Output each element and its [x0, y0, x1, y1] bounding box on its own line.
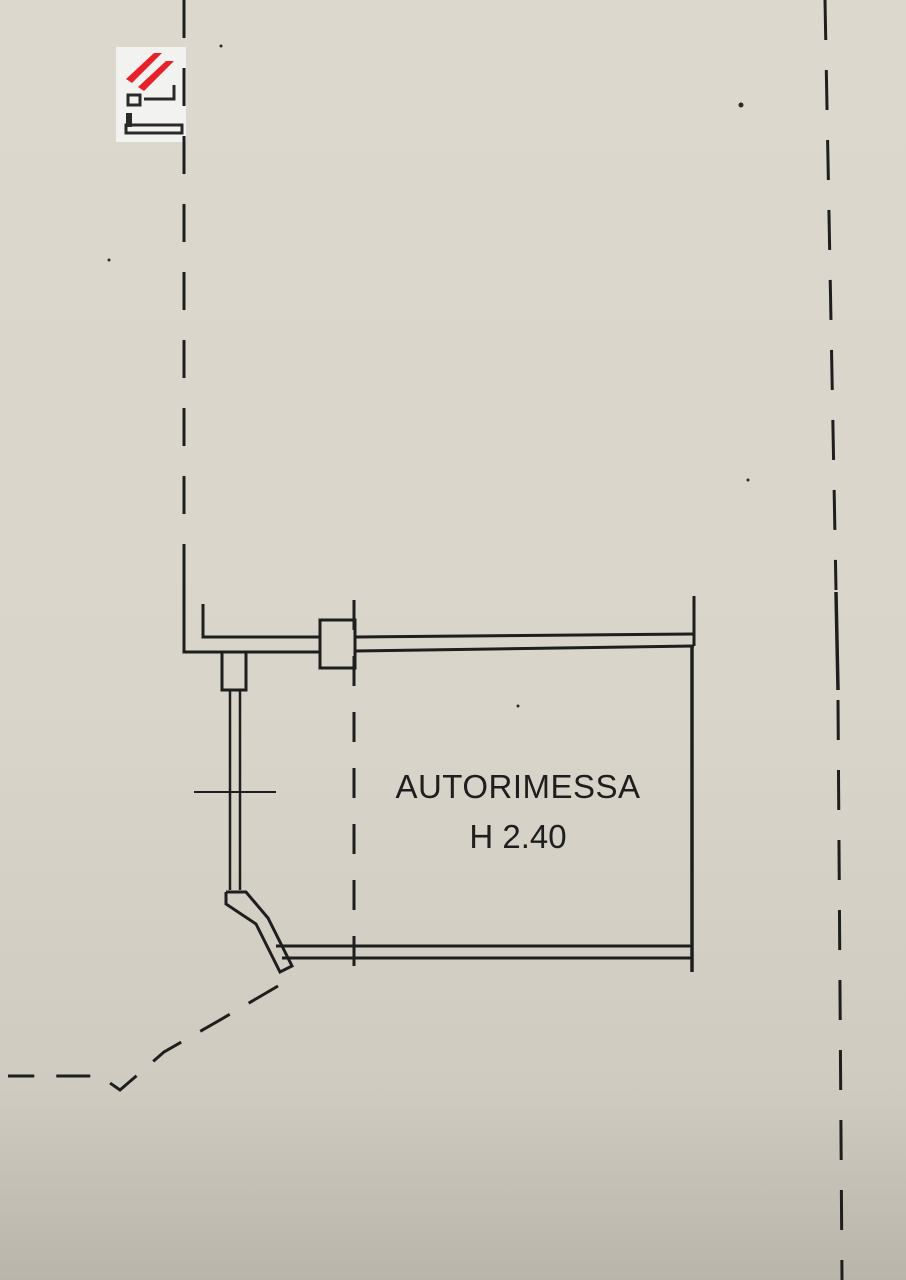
- top-wall-pillar: [318, 618, 357, 670]
- lower-left-dashed-path: [8, 984, 279, 1092]
- garage-top-wall-inner: [201, 604, 320, 639]
- right-boundary-dashed-line-lower: [836, 699, 844, 1280]
- left-upper-pillar: [220, 652, 248, 692]
- room-height-label: H 2.40: [469, 818, 567, 855]
- garage-top-wall-outer-right: [354, 632, 695, 639]
- left-lower-pillar: [224, 890, 295, 975]
- room-name-label: AUTORIMESSA: [395, 768, 641, 805]
- agency-logo-icon: [116, 47, 186, 142]
- garage-top-wall-inner-right: [354, 644, 695, 653]
- right-boundary-dashed-line-upper: [823, 0, 838, 591]
- right-boundary-solid-line: [834, 591, 840, 691]
- garage-top-wall-outer: [182, 578, 320, 654]
